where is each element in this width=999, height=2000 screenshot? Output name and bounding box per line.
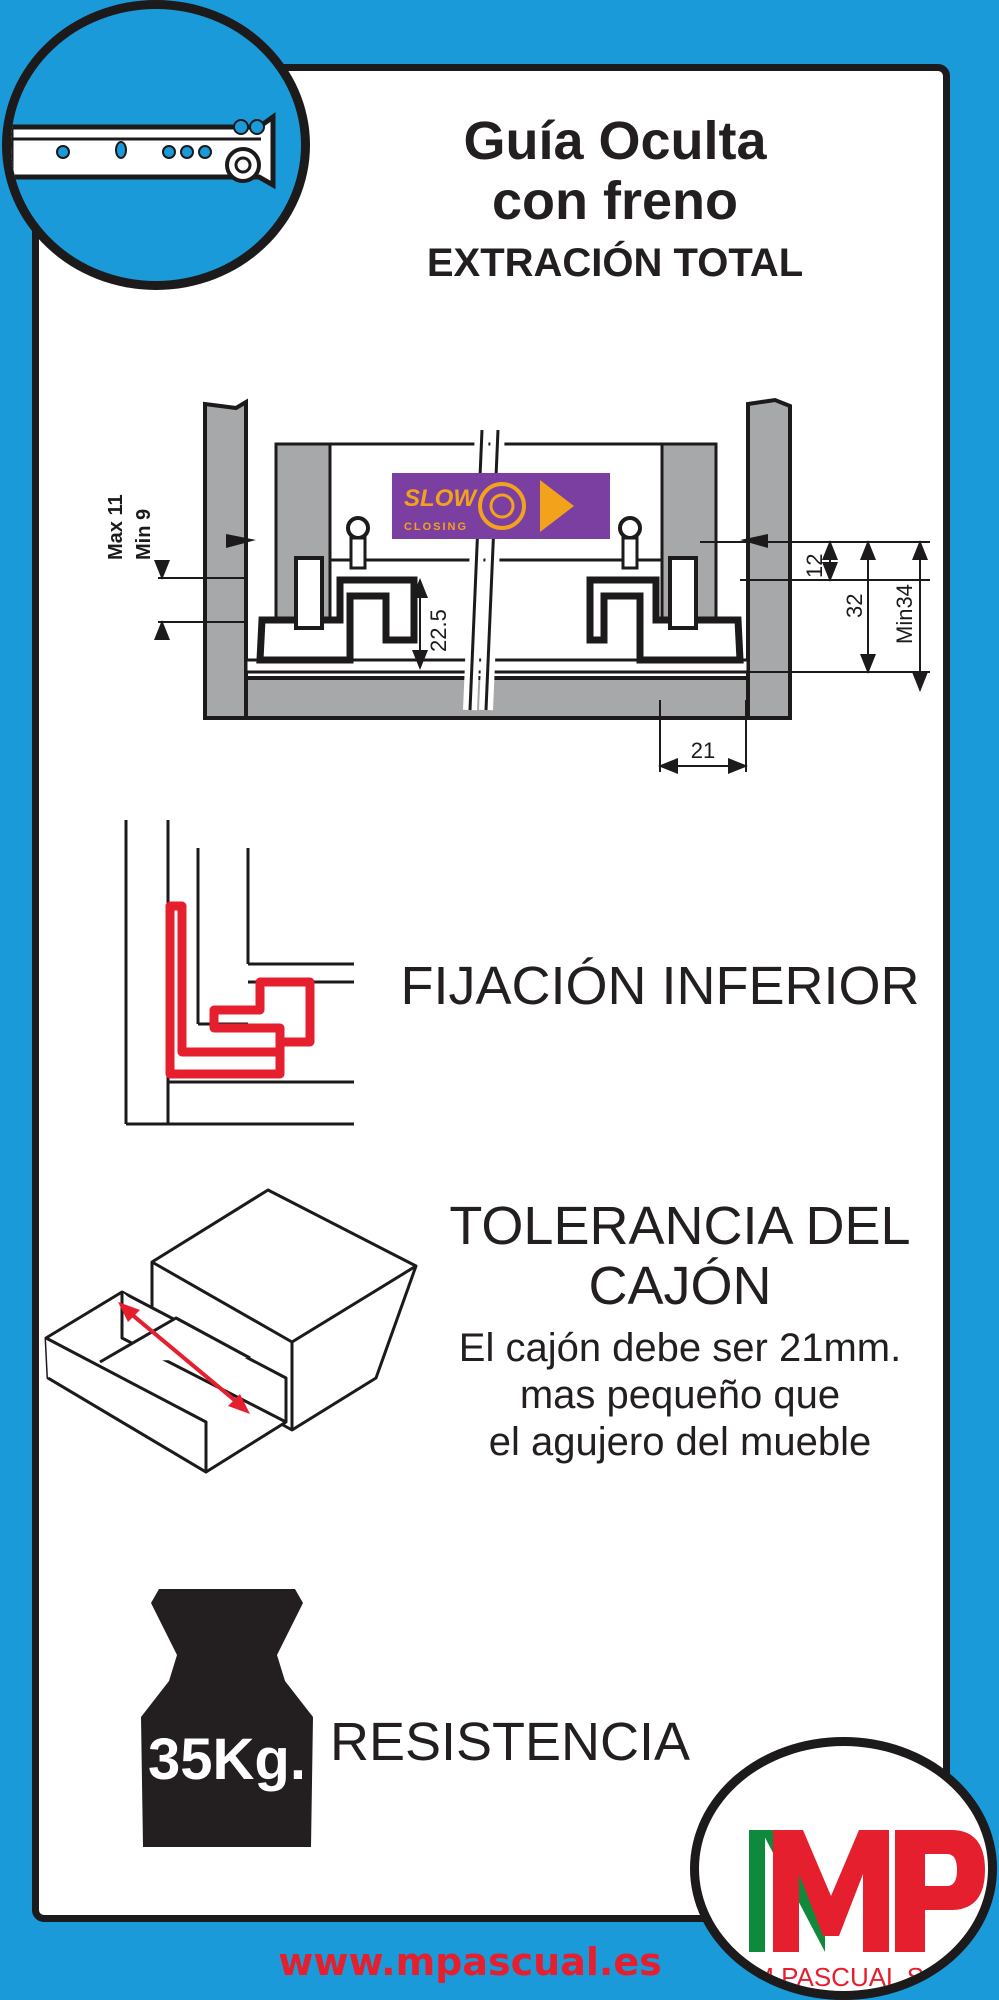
dimension-12: 12 xyxy=(802,554,827,578)
page-subtitle: EXTRACIÓN TOTAL xyxy=(426,241,804,285)
slow-closing-badge: SLOW xyxy=(404,485,478,512)
product-badge xyxy=(2,0,310,290)
bottom-mount-label: FIJACIÓN INFERIOR xyxy=(400,956,920,1016)
weight-value: 35Kg. xyxy=(148,1727,306,1792)
dimension-21: 21 xyxy=(691,738,715,763)
drawer-slide-icon xyxy=(11,112,276,190)
brand-logo: MP M PASCUAL S.L xyxy=(690,1737,997,2000)
dimension-min34: Min34 xyxy=(892,584,917,644)
dimension-32: 32 xyxy=(842,594,867,618)
tolerance-description-line3: el agujero del mueble xyxy=(488,1420,872,1464)
page-title: Guía Oculta xyxy=(463,111,767,171)
bottom-mount-icon xyxy=(124,820,354,1126)
tolerance-description-line2: mas pequeño que xyxy=(519,1373,841,1417)
tolerance-title-line2: CAJÓN xyxy=(588,1256,772,1316)
drawer-tolerance-icon xyxy=(44,1188,418,1474)
weight-icon xyxy=(141,1589,313,1847)
tolerance-description: El cajón debe ser 21mm. xyxy=(458,1326,902,1370)
dimension-max: Max 11 xyxy=(105,494,127,560)
tolerance-title: TOLERANCIA DEL xyxy=(449,1196,911,1256)
slow-closing-subtext: CLOSING xyxy=(404,521,468,533)
dimension-min: Min 9 xyxy=(133,509,155,560)
page-title-line2: con freno xyxy=(491,171,738,231)
dimension-22-5: 22.5 xyxy=(426,609,451,652)
website-link[interactable]: www.mpascual.es xyxy=(278,1940,662,1984)
resistance-label: RESISTENCIA xyxy=(330,1712,691,1772)
technical-diagram: SLOW CLOSING Max 11 Min 9 22.5 12 32 Min… xyxy=(105,397,930,774)
